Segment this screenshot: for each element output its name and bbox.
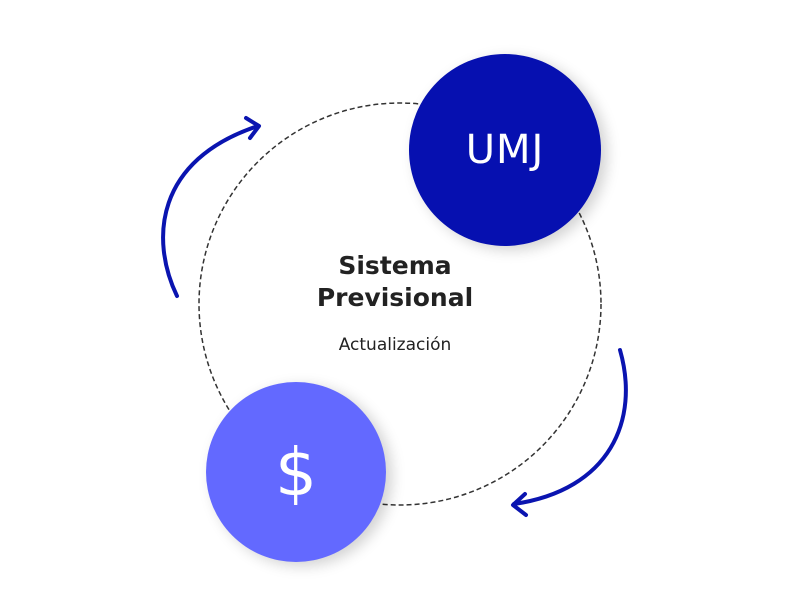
dollar-icon: $ (275, 433, 317, 511)
money-node: $ (206, 382, 386, 562)
diagram-subtitle: Actualización (338, 335, 452, 355)
diagram-title: Sistema Previsional (250, 250, 540, 314)
cycle-arrow-right-icon (511, 348, 628, 517)
umj-label: UMJ (465, 127, 545, 173)
title-line-1: Sistema (338, 251, 452, 280)
dashed-cycle-ring (198, 102, 602, 506)
umj-node: UMJ (409, 54, 601, 246)
title-line-2: Previsional (316, 283, 474, 312)
cycle-arrow-left-icon (161, 116, 261, 298)
